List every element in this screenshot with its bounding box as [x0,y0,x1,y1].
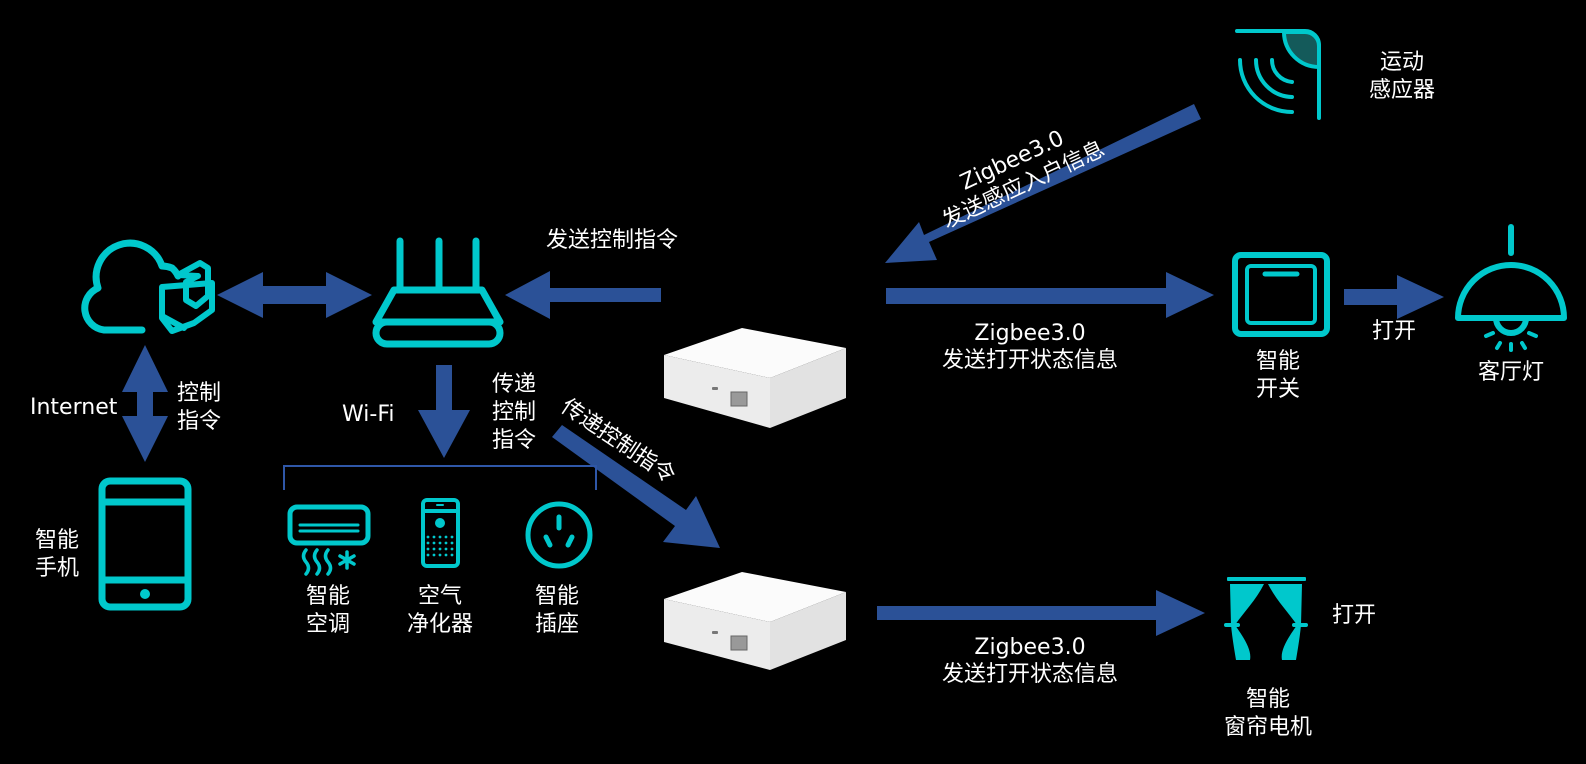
curtain-edge-line2: 发送打开状态信息 [941,662,1118,687]
relay-label-line1: 传递 [492,372,537,397]
control-cmd-line2: 指令 [177,409,222,434]
tablet-phone-icon [98,477,192,611]
send-control-cmd-label: 发送控制指令 [546,228,679,253]
phone-label-line2: 手机 [35,556,80,581]
air-purifier-icon [421,498,460,568]
curtain-open-label: 打开 [1332,603,1377,628]
wall-switch-icon [1232,252,1330,337]
zigbee-gateway-bottom [664,572,846,670]
purifier-label-line2: 净化器 [406,612,473,637]
air-purifier-dots [426,535,454,557]
lamp-open-label: 打开 [1372,319,1417,344]
zigbee-gateway-top [664,328,846,428]
ac-label-line2: 空调 [305,612,350,637]
arrow-cloud-router [217,272,372,318]
motion-sensor-icon [1235,29,1321,120]
arrow-gateway-router [505,271,661,319]
wifi-devices-bracket [283,465,597,490]
ac-label-line1: 智能 [305,584,350,609]
phone-label-line1: 智能 [35,528,80,553]
arrow-router-devices [418,365,470,458]
lamp-label: 客厅灯 [1477,360,1544,385]
switch-label-line2: 开关 [1255,377,1300,402]
wifi-label: Wi-Fi [342,402,395,427]
curtain-icon [1224,577,1308,660]
cloud-hexagon-icon [81,239,215,334]
arrow-switch-lamp [1344,275,1444,319]
switch-label-line1: 智能 [1255,349,1300,374]
pendant-lamp-icon [1455,224,1567,352]
air-conditioner-icon [287,504,371,576]
relay-label-line2: 控制 [492,400,537,425]
switch-edge-line1: Zigbee3.0 [974,321,1086,346]
motion-sensor-label-line2: 感应器 [1368,78,1435,103]
power-socket-icon [525,501,593,569]
socket-label-line2: 插座 [534,612,579,637]
control-cmd-line1: 控制 [177,381,222,406]
motion-sensor-label-line1: 运动 [1379,50,1424,75]
arrow-gateway-curtain [877,590,1205,636]
arrow-router-gateway-bottom [552,425,720,548]
curtain-label-line2: 窗帘电机 [1223,715,1312,740]
internet-label: Internet [30,395,118,420]
switch-edge-line2: 发送打开状态信息 [941,348,1118,373]
socket-label-line1: 智能 [534,584,579,609]
purifier-label-line1: 空气 [417,584,462,609]
curtain-edge-line1: Zigbee3.0 [974,635,1086,660]
arrow-sensor-gateway [885,104,1201,263]
router-icon [372,237,504,348]
arrow-cloud-phone [122,345,168,462]
relay-label-line3: 指令 [492,428,537,453]
arrow-gateway-switch [886,272,1214,318]
curtain-label-line1: 智能 [1245,687,1290,712]
